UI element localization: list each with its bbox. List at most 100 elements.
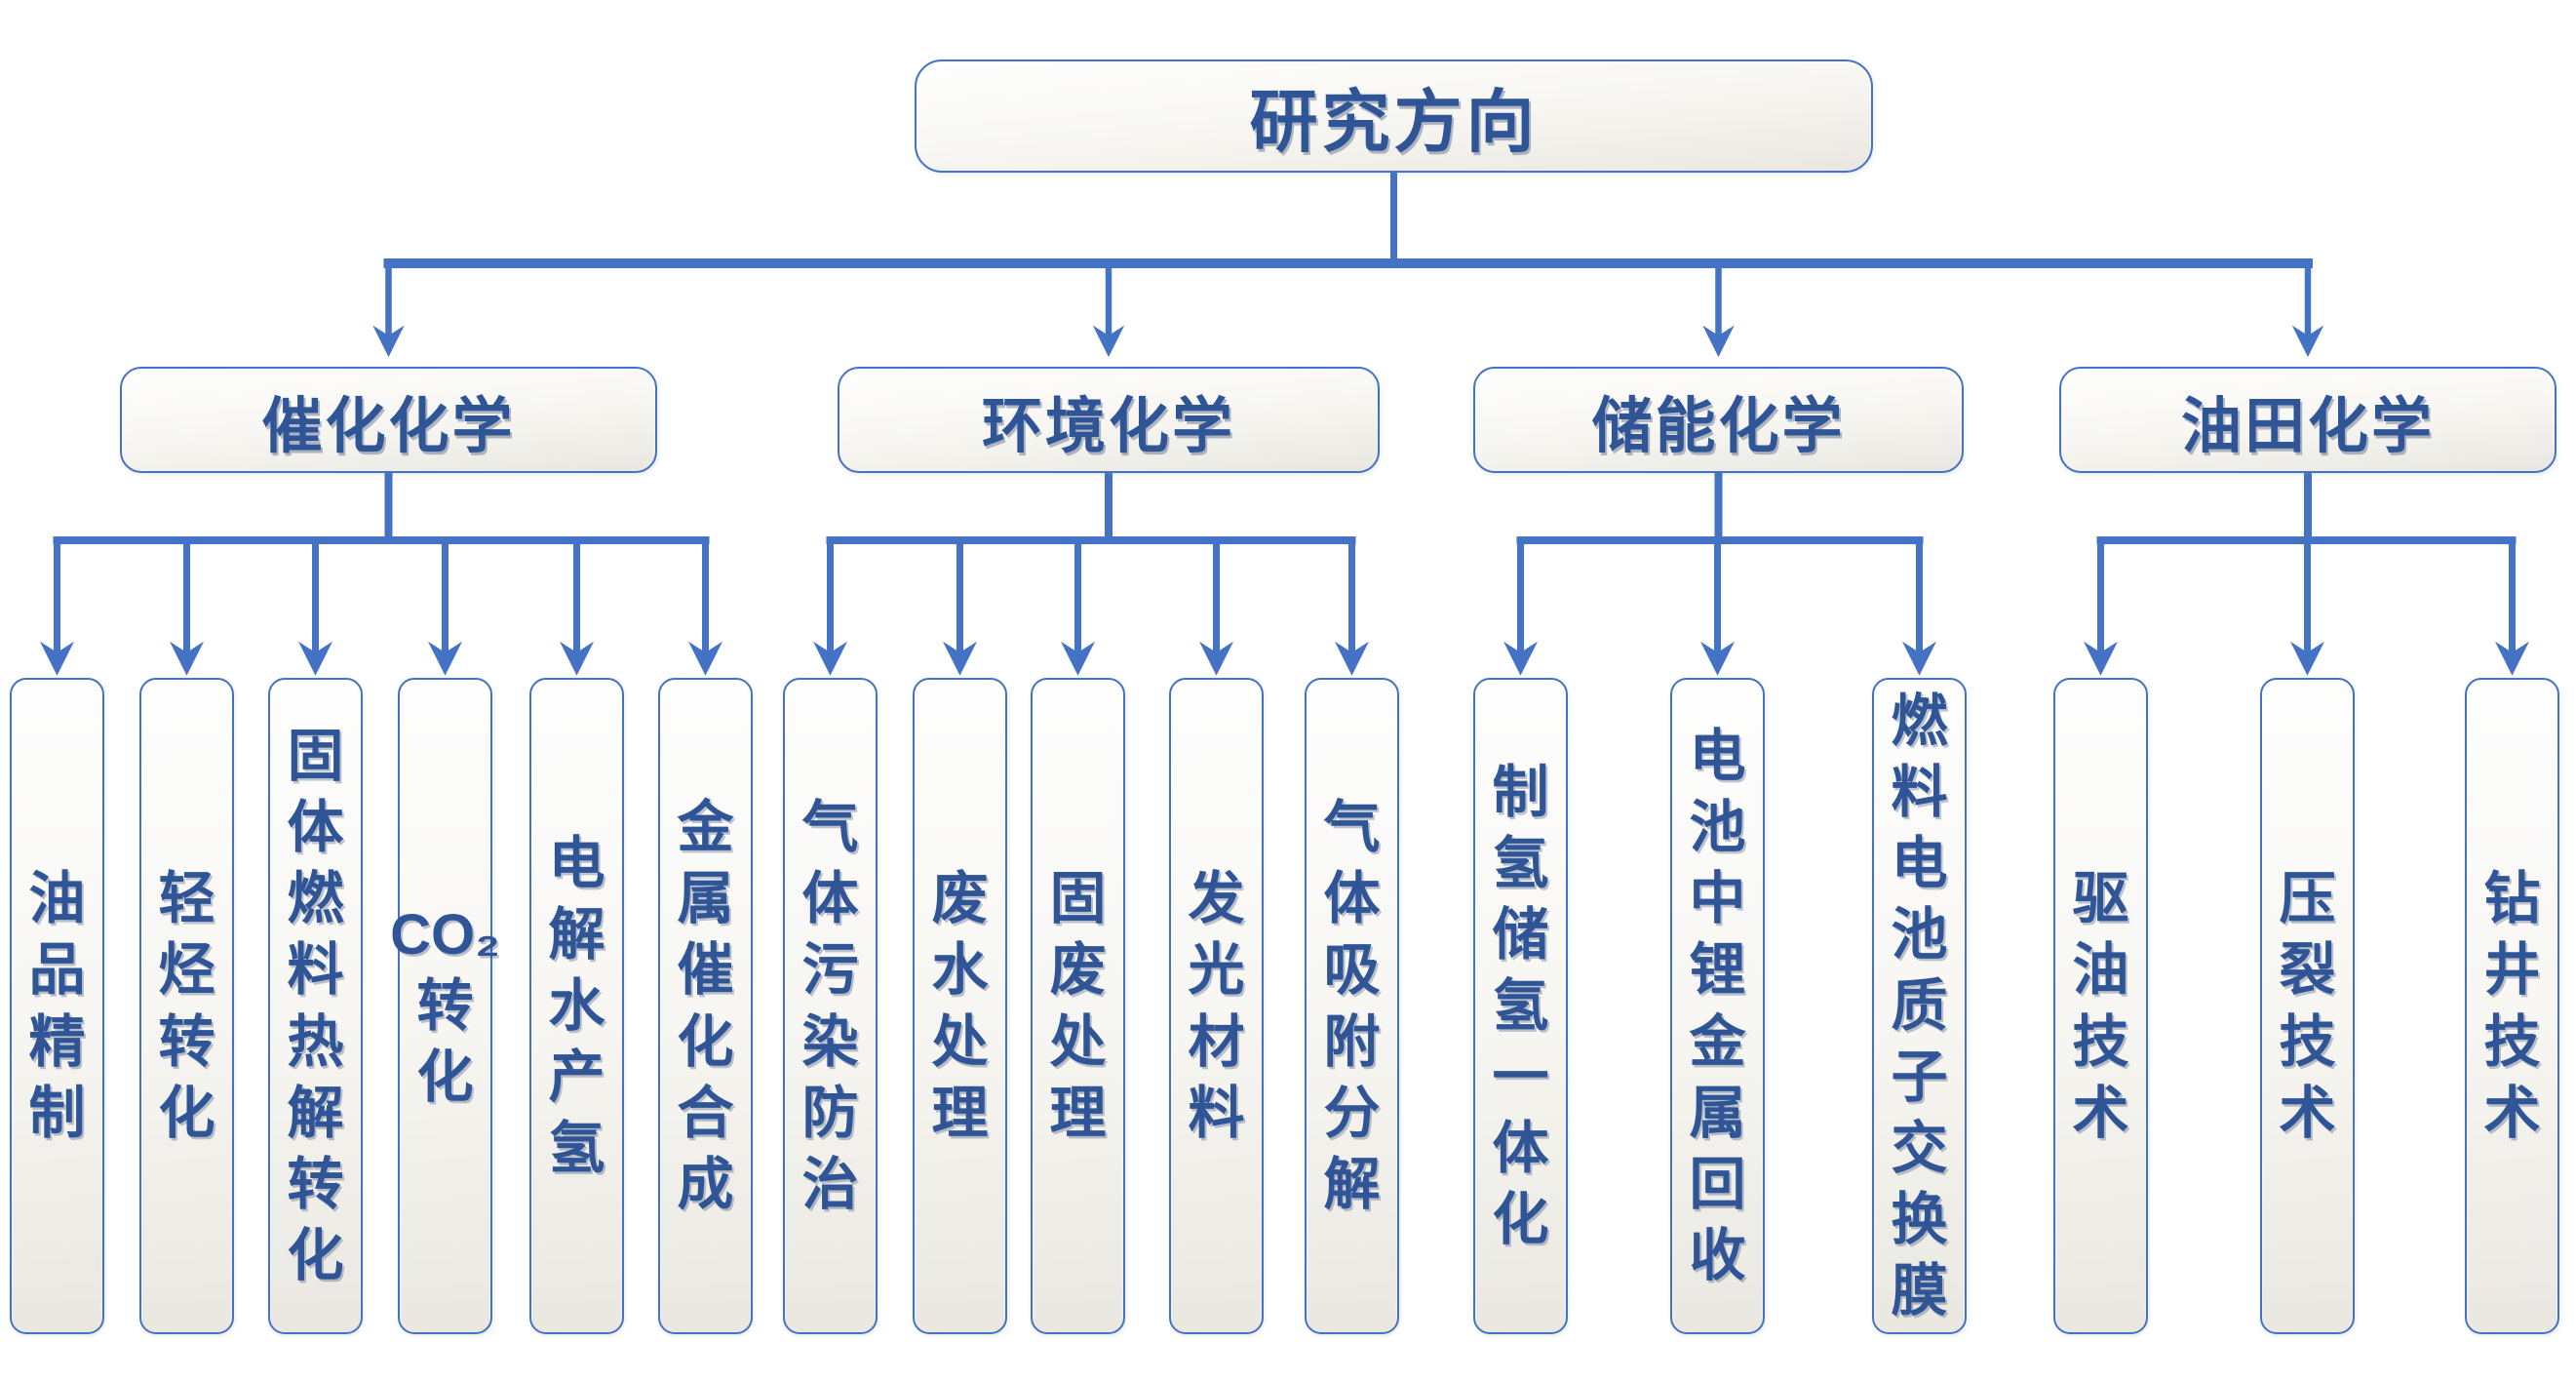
- label-char: 储: [1492, 902, 1549, 967]
- label-char: 产: [548, 1046, 605, 1110]
- label-char: 氢: [1492, 831, 1549, 895]
- label-char: 材: [1188, 1009, 1245, 1074]
- branch-node-energy-storage-chemistry: 储能化学: [1473, 367, 1964, 473]
- branch-node-catalytic-chemistry: 催化化学: [120, 367, 657, 473]
- label-char: 化: [287, 1223, 344, 1287]
- label-char: 解: [287, 1081, 344, 1145]
- label-char: 燃: [287, 867, 344, 931]
- label-char: 交: [1891, 1117, 1948, 1181]
- leaf-node-label: 废水处理: [915, 680, 1005, 1332]
- branch-node-label: 环境化学: [981, 392, 1235, 460]
- label-char: 驱: [2072, 867, 2129, 931]
- label-char: 油: [2072, 938, 2129, 1003]
- label-char: 属: [1689, 1081, 1746, 1145]
- label-char: 烃: [158, 938, 215, 1003]
- label-char: 治: [801, 1152, 859, 1216]
- label-char: 转: [416, 973, 474, 1038]
- label-char: 料: [1891, 760, 1948, 824]
- label-char: 品: [28, 938, 86, 1003]
- leaf-node-gas-adsorption-decomposition: 气体吸附分解: [1305, 678, 1399, 1334]
- label-char: 制: [28, 1081, 86, 1145]
- label-char: 子: [1891, 1046, 1948, 1110]
- leaf-node-label: 制氢储氢一体化: [1475, 680, 1566, 1332]
- label-char: 化: [677, 1009, 734, 1074]
- label-char: 气: [801, 796, 859, 860]
- label-char: 发: [1188, 867, 1245, 931]
- leaf-node-fuel-cell-proton-exchange-membrane: 燃料电池质子交换膜: [1872, 678, 1967, 1334]
- label-char: 转: [158, 1009, 215, 1074]
- label-char: 回: [1689, 1152, 1746, 1216]
- label-char: CO₂: [390, 902, 500, 967]
- label-char: 金: [1689, 1009, 1746, 1074]
- leaf-node-oil-product-refining: 油品精制: [10, 678, 104, 1334]
- leaf-node-label: 气体吸附分解: [1307, 680, 1397, 1332]
- leaf-node-label: 压裂技术: [2262, 680, 2353, 1332]
- leaf-node-label: 电解水产氢: [531, 680, 622, 1332]
- leaf-node-label: 燃料电池质子交换膜: [1874, 680, 1965, 1332]
- leaf-node-wastewater-treatment: 废水处理: [913, 678, 1007, 1334]
- leaf-node-gas-pollution-control: 气体污染防治: [783, 678, 878, 1334]
- label-char: 吸: [1323, 938, 1381, 1003]
- leaf-node-label: 发光材料: [1171, 680, 1262, 1332]
- label-char: 电: [1891, 831, 1948, 895]
- label-char: 水: [931, 938, 989, 1003]
- label-char: 术: [2279, 1081, 2336, 1145]
- label-char: 压: [2279, 867, 2336, 931]
- label-char: 固: [1049, 867, 1107, 931]
- label-char: 井: [2483, 938, 2541, 1003]
- label-char: 废: [931, 867, 989, 931]
- label-char: 转: [287, 1152, 344, 1216]
- label-char: 体: [1492, 1117, 1549, 1181]
- label-char: 合: [677, 1081, 734, 1145]
- label-char: 解: [548, 902, 605, 967]
- leaf-node-lithium-recovery-from-batteries: 电池中锂金属回收: [1670, 678, 1765, 1334]
- leaf-node-label: 轻烃转化: [141, 680, 232, 1332]
- leaf-node-label: 钻井技术: [2467, 680, 2557, 1332]
- label-char: 废: [1049, 938, 1107, 1003]
- leaf-node-label: 固废处理: [1033, 680, 1123, 1332]
- label-char: 技: [2483, 1009, 2541, 1074]
- label-char: 处: [1049, 1009, 1107, 1074]
- label-char: 精: [28, 1009, 86, 1074]
- label-char: 质: [1891, 973, 1948, 1038]
- label-char: 水: [548, 973, 605, 1038]
- label-char: 属: [677, 867, 734, 931]
- label-char: 燃: [1891, 689, 1948, 753]
- leaf-node-label: 电池中锂金属回收: [1672, 680, 1763, 1332]
- label-char: 光: [1188, 938, 1245, 1003]
- branch-node-label: 储能化学: [1591, 392, 1846, 460]
- label-char: 化: [1492, 1188, 1549, 1252]
- branch-node-label: 油田化学: [2180, 392, 2435, 460]
- label-char: 中: [1689, 867, 1746, 931]
- root-node-label: 研究方向: [1249, 83, 1539, 160]
- leaf-node-light-hydrocarbon-conversion: 轻烃转化: [139, 678, 234, 1334]
- branch-node-environmental-chemistry: 环境化学: [838, 367, 1380, 473]
- leaf-node-label: 气体污染防治: [785, 680, 876, 1332]
- leaf-node-oil-displacement-technology: 驱油技术: [2053, 678, 2148, 1334]
- label-char: 热: [287, 1009, 344, 1074]
- label-char: 处: [931, 1009, 989, 1074]
- label-char: 料: [287, 938, 344, 1003]
- label-char: 催: [677, 938, 734, 1003]
- leaf-node-integrated-hydrogen-production-storage: 制氢储氢一体化: [1473, 678, 1568, 1334]
- label-char: 化: [416, 1046, 474, 1110]
- label-char: 膜: [1891, 1259, 1948, 1323]
- leaf-node-metal-catalytic-synthesis: 金属催化合成: [658, 678, 753, 1334]
- label-char: 体: [287, 796, 344, 860]
- label-char: 气: [1323, 796, 1381, 860]
- label-char: 池: [1891, 902, 1948, 967]
- leaf-node-solid-waste-treatment: 固废处理: [1031, 678, 1125, 1334]
- label-char: 解: [1323, 1152, 1381, 1216]
- label-char: 染: [801, 1009, 859, 1074]
- label-char: 池: [1689, 796, 1746, 860]
- label-char: 体: [1323, 867, 1381, 931]
- label-char: 换: [1891, 1188, 1948, 1252]
- label-char: 油: [28, 867, 86, 931]
- branch-node-oilfield-chemistry: 油田化学: [2059, 367, 2556, 473]
- leaf-node-label: 驱油技术: [2055, 680, 2146, 1332]
- label-char: 化: [158, 1081, 215, 1145]
- label-char: 制: [1492, 760, 1549, 824]
- label-char: 氢: [548, 1117, 605, 1181]
